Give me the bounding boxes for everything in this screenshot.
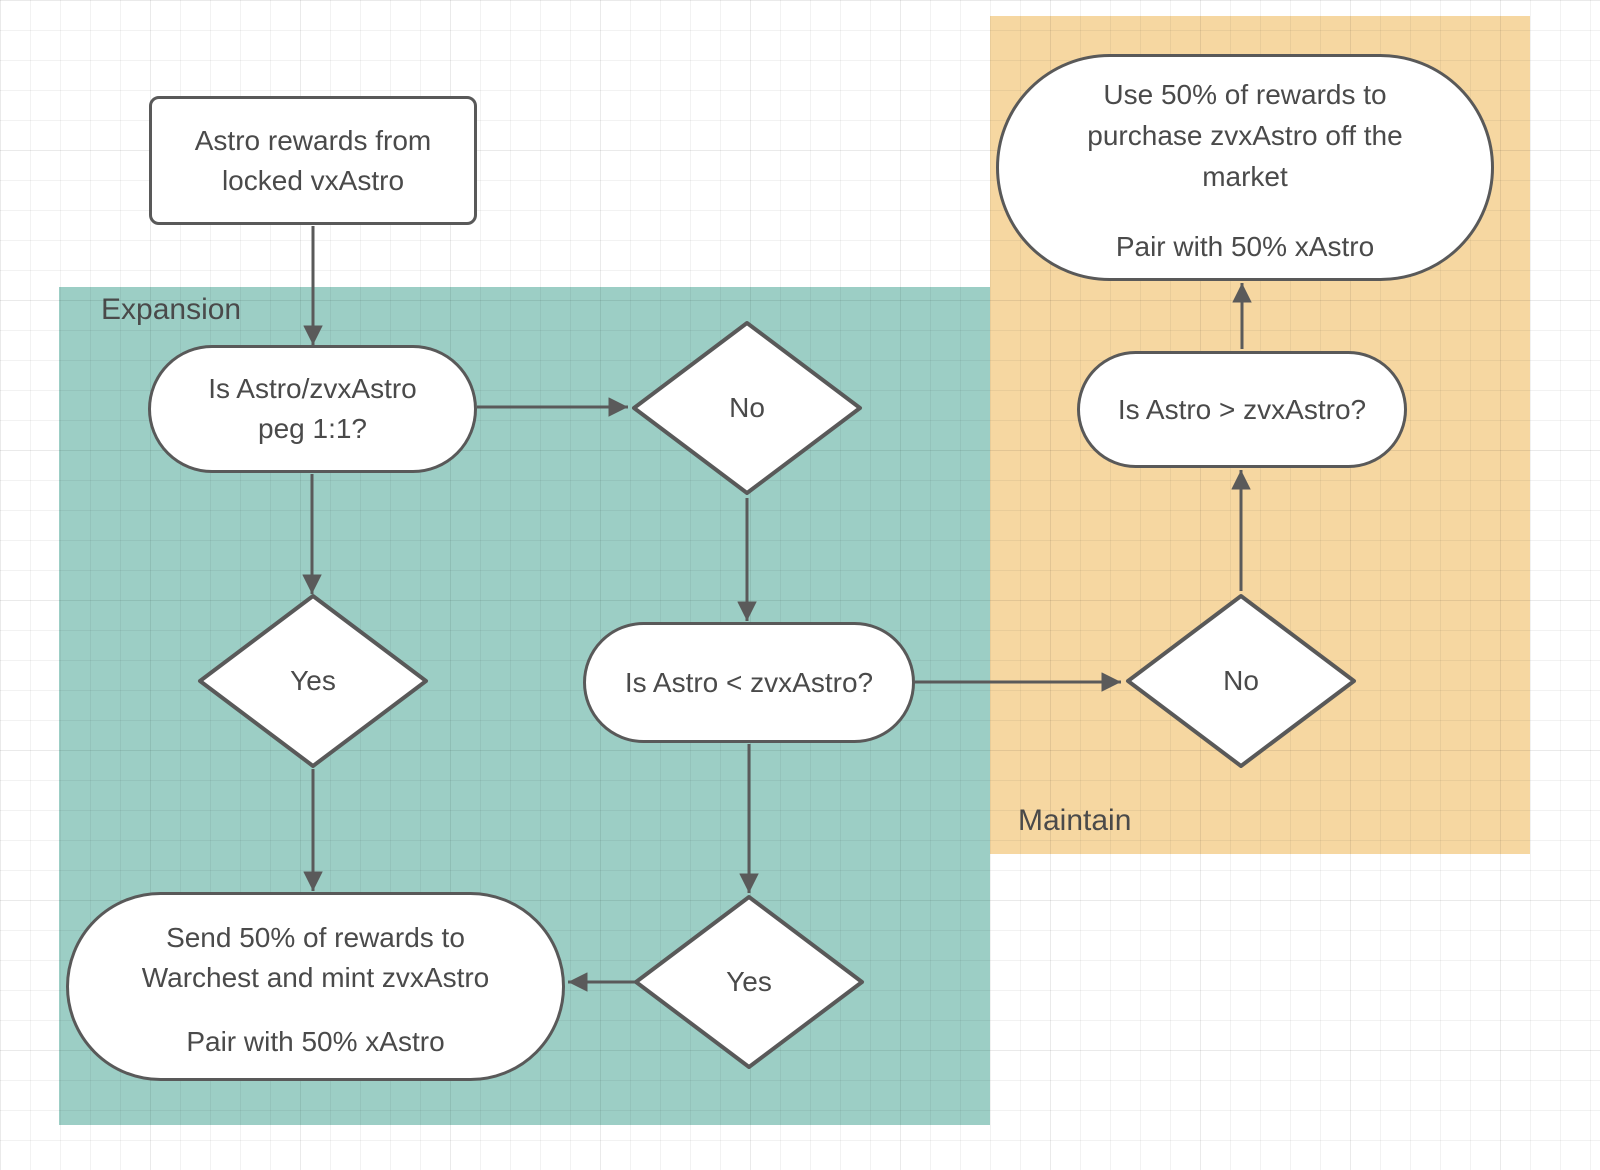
region-expansion-label: Expansion (101, 293, 242, 326)
node-use-rewards[interactable]: Use 50% of rewards to purchase zvxAstro … (996, 54, 1494, 281)
node-use-rewards-sub: Pair with 50% xAstro (1115, 231, 1375, 262)
node-send-rewards-line2: Warchest and mint zvxAstro (141, 961, 490, 993)
node-send-rewards-sub: Pair with 50% xAstro (186, 1025, 445, 1057)
node-use-rewards-main: Use 50% of rewards to purchase zvxAstro … (1087, 74, 1402, 197)
node-send-rewards[interactable]: Send 50% of rewards to Warchest and mint… (66, 892, 565, 1081)
node-use-rewards-line1: Use 50% of rewards to (1103, 79, 1387, 110)
node-decision-no-top[interactable]: No (631, 320, 863, 496)
node-send-rewards-line1: Send 50% of rewards to (166, 921, 465, 953)
node-peg-question-line1: Is Astro/zvxAstro (208, 373, 417, 404)
node-astro-rewards[interactable]: Astro rewards from locked vxAstro (149, 96, 477, 225)
node-use-rewards-line2: purchase zvxAstro off the (1087, 120, 1403, 151)
node-astro-rewards-line2: locked vxAstro (221, 164, 405, 196)
node-decision-yes-left[interactable]: Yes (197, 593, 429, 769)
node-astro-gt-zvxastro-label: Is Astro > zvxAstro? (1117, 393, 1367, 425)
node-decision-no-right-label: No (1223, 665, 1259, 696)
node-astro-gt-zvxastro[interactable]: Is Astro > zvxAstro? (1077, 351, 1407, 468)
node-decision-no-top-label: No (729, 392, 765, 423)
region-maintain-label: Maintain (1018, 804, 1132, 837)
diamond-shape (634, 895, 864, 1069)
node-astro-lt-zvxastro[interactable]: Is Astro < zvxAstro? (583, 622, 915, 743)
diamond-shape (632, 321, 862, 495)
diamond-shape (198, 594, 428, 768)
node-decision-no-right[interactable]: No (1125, 593, 1357, 769)
diamond-shape (1126, 594, 1356, 768)
node-peg-question-line2: peg 1:1? (258, 413, 367, 444)
node-send-rewards-main: Send 50% of rewards to Warchest and mint… (142, 918, 490, 998)
node-decision-yes-bottom[interactable]: Yes (633, 894, 865, 1070)
node-astro-rewards-line1: Astro rewards from (194, 124, 432, 156)
node-decision-yes-left-label: Yes (290, 665, 336, 696)
node-use-rewards-line3: market (1202, 161, 1288, 192)
node-astro-lt-zvxastro-label: Is Astro < zvxAstro? (624, 666, 874, 698)
node-decision-yes-bottom-label: Yes (726, 966, 772, 997)
node-peg-question[interactable]: Is Astro/zvxAstro peg 1:1? (148, 345, 477, 473)
